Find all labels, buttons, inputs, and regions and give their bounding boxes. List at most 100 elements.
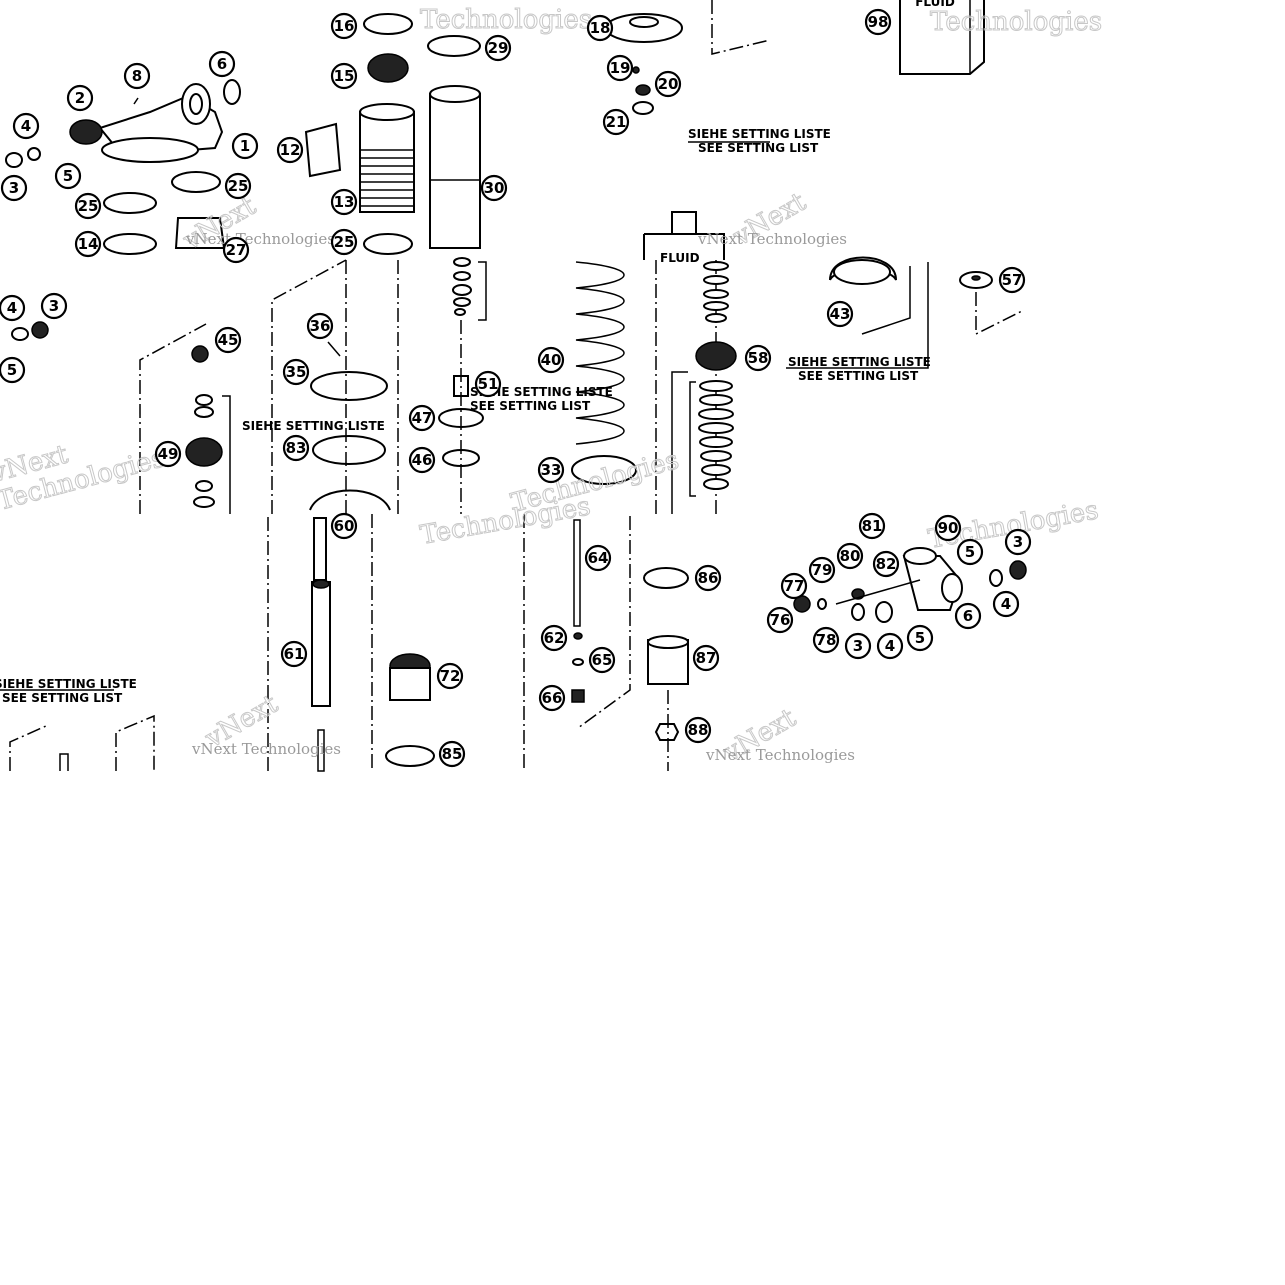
svg-text:2: 2 xyxy=(75,89,85,107)
callout-87[interactable]: 87 xyxy=(692,644,720,672)
svg-text:27: 27 xyxy=(226,241,247,259)
callout-4[interactable]: 4 xyxy=(0,294,26,322)
piston-rod xyxy=(313,517,327,581)
callout-16[interactable]: 16 xyxy=(330,12,358,40)
svg-text:51: 51 xyxy=(478,375,499,393)
shim-stack-bottom xyxy=(698,380,734,490)
callout-3[interactable]: 3 xyxy=(40,292,68,320)
reservoir-cap xyxy=(101,137,199,163)
callout-14[interactable]: 14 xyxy=(74,230,102,258)
callout-1[interactable]: 1 xyxy=(231,132,259,160)
callout-66[interactable]: 66 xyxy=(538,684,566,712)
callout-86[interactable]: 86 xyxy=(694,564,722,592)
callout-4[interactable]: 4 xyxy=(992,590,1020,618)
callout-78[interactable]: 78 xyxy=(812,626,840,654)
callout-51[interactable]: 51 xyxy=(474,370,502,398)
callout-6[interactable]: 6 xyxy=(954,602,982,630)
svg-text:86: 86 xyxy=(698,569,719,587)
callout-19[interactable]: 19 xyxy=(606,54,634,82)
fluid-label-mid: FLUID xyxy=(660,251,700,265)
callout-46[interactable]: 46 xyxy=(408,446,436,474)
callout-47[interactable]: 47 xyxy=(408,404,436,432)
callout-29[interactable]: 29 xyxy=(484,34,512,62)
callout-98[interactable]: 98 xyxy=(864,8,892,36)
svg-text:25: 25 xyxy=(334,233,355,251)
callout-20[interactable]: 20 xyxy=(654,70,682,98)
callout-5[interactable]: 5 xyxy=(54,162,82,190)
callout-4[interactable]: 4 xyxy=(876,632,904,660)
callout-8[interactable]: 8 xyxy=(123,62,151,90)
callout-77[interactable]: 77 xyxy=(780,572,808,600)
callout-35[interactable]: 35 xyxy=(282,358,310,386)
callout-3[interactable]: 3 xyxy=(1004,528,1032,556)
callout-79[interactable]: 79 xyxy=(808,556,836,584)
callout-36[interactable]: 36 xyxy=(306,312,334,340)
svg-text:40: 40 xyxy=(541,351,562,369)
callout-81[interactable]: 81 xyxy=(858,512,886,540)
svg-text:Technologies: Technologies xyxy=(930,7,1102,37)
callout-58[interactable]: 58 xyxy=(744,344,772,372)
callout-65[interactable]: 65 xyxy=(588,646,616,674)
svg-text:60: 60 xyxy=(334,517,355,535)
callout-25[interactable]: 25 xyxy=(224,172,252,200)
callout-62[interactable]: 62 xyxy=(540,624,568,652)
callout-80[interactable]: 80 xyxy=(836,542,864,570)
callout-25[interactable]: 25 xyxy=(74,192,102,220)
svg-text:21: 21 xyxy=(606,113,627,131)
svg-text:29: 29 xyxy=(488,39,509,57)
callout-45[interactable]: 45 xyxy=(214,326,242,354)
callout-83[interactable]: 83 xyxy=(282,434,310,462)
callout-64[interactable]: 64 xyxy=(584,544,612,572)
callout-12[interactable]: 12 xyxy=(276,136,304,164)
callout-30[interactable]: 30 xyxy=(480,174,508,202)
svg-text:6: 6 xyxy=(963,607,973,625)
callout-60[interactable]: 60 xyxy=(330,512,358,540)
callout-61[interactable]: 61 xyxy=(280,640,308,668)
svg-text:58: 58 xyxy=(748,349,769,367)
callout-15[interactable]: 15 xyxy=(330,62,358,90)
svg-text:90: 90 xyxy=(938,519,959,537)
callout-25[interactable]: 25 xyxy=(330,228,358,256)
callout-33[interactable]: 33 xyxy=(537,456,565,484)
callout-76[interactable]: 76 xyxy=(766,606,794,634)
callout-5[interactable]: 5 xyxy=(906,624,934,652)
reservoir-cylinder xyxy=(359,111,415,213)
svg-text:33: 33 xyxy=(541,461,562,479)
callout-72[interactable]: 72 xyxy=(436,662,464,690)
fluid-label-top: FLUID xyxy=(915,0,955,9)
callout-88[interactable]: 88 xyxy=(684,716,712,744)
callout-90[interactable]: 90 xyxy=(934,514,962,542)
svg-text:18: 18 xyxy=(590,19,611,37)
svg-text:78: 78 xyxy=(816,631,837,649)
svg-text:3: 3 xyxy=(49,297,59,315)
callout-27[interactable]: 27 xyxy=(222,236,250,264)
callout-4[interactable]: 4 xyxy=(12,112,40,140)
callout-5[interactable]: 5 xyxy=(0,356,26,384)
callout-57[interactable]: 57 xyxy=(998,266,1026,294)
svg-text:SIEHE SETTING LISTE: SIEHE SETTING LISTE xyxy=(688,127,831,141)
callout-18[interactable]: 18 xyxy=(586,14,614,42)
cylinder-ribs xyxy=(360,149,414,207)
svg-text:61: 61 xyxy=(284,645,305,663)
callout-43[interactable]: 43 xyxy=(826,300,854,328)
callout-49[interactable]: 49 xyxy=(154,440,182,468)
svg-text:6: 6 xyxy=(217,55,227,73)
callout-2[interactable]: 2 xyxy=(66,84,94,112)
adjuster-needle-group xyxy=(571,516,689,771)
svg-text:45: 45 xyxy=(218,331,239,349)
callout-13[interactable]: 13 xyxy=(330,188,358,216)
callout-3[interactable]: 3 xyxy=(0,174,28,202)
callout-5[interactable]: 5 xyxy=(956,538,984,566)
callout-82[interactable]: 82 xyxy=(872,550,900,578)
callout-40[interactable]: 40 xyxy=(537,346,565,374)
callout-6[interactable]: 6 xyxy=(208,50,236,78)
svg-text:4: 4 xyxy=(7,299,17,317)
svg-text:85: 85 xyxy=(442,745,463,763)
callout-3[interactable]: 3 xyxy=(844,632,872,660)
svg-text:13: 13 xyxy=(334,193,355,211)
callout-85[interactable]: 85 xyxy=(438,740,466,768)
svg-text:46: 46 xyxy=(412,451,433,469)
callout-21[interactable]: 21 xyxy=(602,108,630,136)
callout-layer: 16 15 29 18 19 20 21 98 8 2 6 4 1 5 3 25… xyxy=(0,8,1032,768)
svg-text:30: 30 xyxy=(484,179,505,197)
